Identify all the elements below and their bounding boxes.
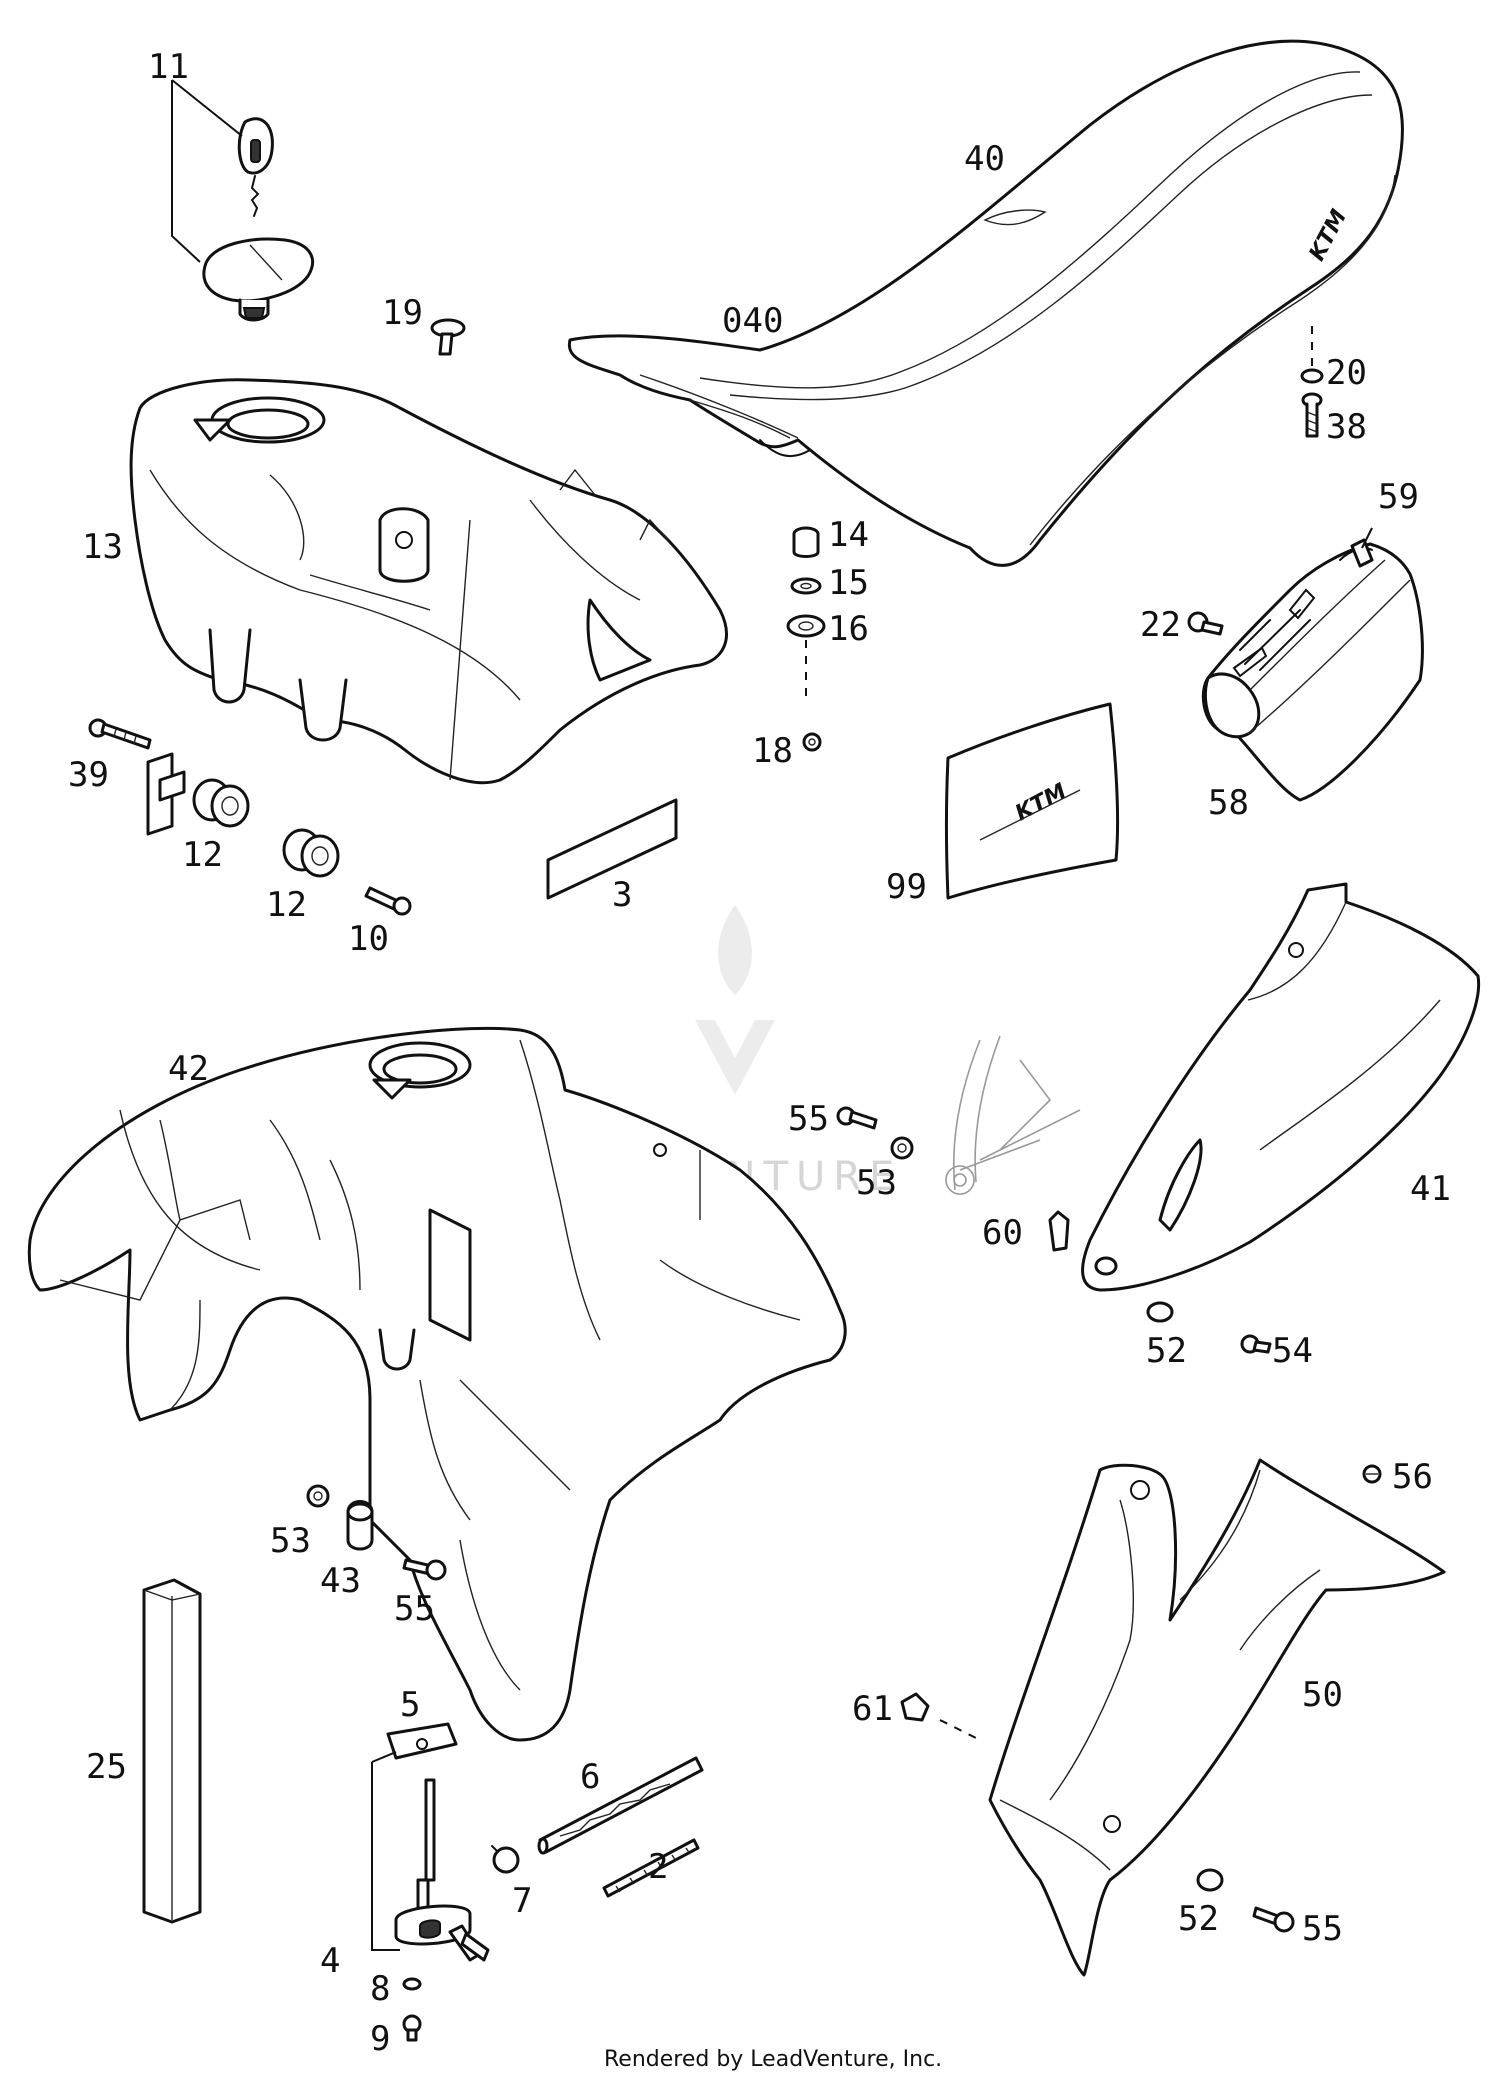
label-13: 13 [82, 527, 123, 567]
seat: KTM [567, 39, 1405, 567]
side-panel [988, 1458, 1446, 1977]
fuel-tank [129, 378, 728, 785]
tool-bag [1201, 542, 1424, 802]
screw-55a [836, 1106, 878, 1130]
label-43: 43 [320, 1561, 361, 1601]
label-53b: 53 [270, 1521, 311, 1561]
screw-22 [1187, 611, 1224, 636]
frame-ghost [945, 1035, 1081, 1195]
label-40: 40 [964, 139, 1005, 179]
label-38: 38 [1326, 407, 1367, 447]
clip-60 [1048, 1210, 1070, 1252]
screw-9 [402, 2014, 422, 2042]
part-labels: 11 19 40 040 20 38 13 14 15 16 59 22 18 … [68, 47, 1451, 2059]
fuel-tank-shell [27, 1026, 847, 1742]
label-52a: 52 [1146, 1331, 1187, 1371]
hose-2 [602, 1838, 700, 1898]
screw-55c [1252, 1906, 1295, 1933]
label-8: 8 [370, 1969, 390, 2009]
screw-54 [1240, 1334, 1272, 1354]
nut-18 [802, 732, 822, 752]
label-41: 41 [1410, 1169, 1451, 1209]
strap-59 [1350, 538, 1374, 568]
label-61: 61 [852, 1689, 893, 1729]
screw-56 [1362, 1464, 1382, 1484]
label-3: 3 [612, 875, 632, 915]
leader-11-key [171, 79, 243, 137]
strip-3 [546, 798, 678, 900]
washer-52b [1196, 1868, 1224, 1892]
hose-6 [537, 1756, 704, 1855]
label-6: 6 [580, 1757, 600, 1797]
washer-20 [1300, 368, 1324, 384]
label-5: 5 [400, 1685, 420, 1725]
washer-52a [1146, 1301, 1174, 1323]
foam-strip [142, 1578, 202, 1924]
seal-8 [402, 1977, 422, 1991]
label-54: 54 [1272, 1331, 1313, 1371]
side-cover [1081, 882, 1481, 1292]
label-11: 11 [148, 47, 189, 87]
grommet-12b [282, 828, 340, 878]
label-22: 22 [1140, 605, 1181, 645]
label-20: 20 [1326, 353, 1367, 393]
label-58: 58 [1208, 783, 1249, 823]
label-60: 60 [982, 1213, 1023, 1253]
label-25: 25 [86, 1747, 127, 1787]
label-040: 040 [722, 301, 783, 341]
label-56: 56 [1392, 1457, 1433, 1497]
label-39: 39 [68, 755, 109, 795]
label-99: 99 [886, 867, 927, 907]
washer-15 [790, 577, 822, 595]
label-18: 18 [752, 731, 793, 771]
label-14: 14 [828, 515, 869, 555]
label-7: 7 [512, 1881, 532, 1921]
screw-10 [364, 886, 412, 916]
screw-14 [792, 526, 820, 558]
label-52b: 52 [1178, 1899, 1219, 1939]
label-12b: 12 [266, 885, 307, 925]
fuel-tap [394, 1778, 490, 1962]
leader-5 [371, 1751, 397, 1763]
label-4: 4 [320, 1941, 340, 1981]
screw-55b [402, 1558, 447, 1581]
key [237, 117, 274, 217]
label-2: 2 [648, 1847, 668, 1887]
label-55b: 55 [394, 1589, 435, 1629]
leader-11-cap [171, 80, 201, 263]
label-50: 50 [1302, 1675, 1343, 1715]
label-12a: 12 [182, 835, 223, 875]
bolt-39 [88, 718, 152, 750]
fuel-cap [202, 237, 314, 322]
label-55c: 55 [1302, 1909, 1343, 1949]
spacer-43 [346, 1500, 374, 1551]
label-42: 42 [168, 1049, 209, 1089]
screw-38 [1301, 392, 1323, 438]
push-pin-19 [430, 318, 466, 356]
label-15: 15 [828, 563, 869, 603]
label-10: 10 [348, 919, 389, 959]
clip [146, 752, 186, 836]
label-9: 9 [370, 2019, 390, 2059]
nut-53a [890, 1136, 914, 1160]
label-55a: 55 [788, 1099, 829, 1139]
label-19: 19 [382, 293, 423, 333]
leader-59 [1361, 527, 1373, 549]
grommet-12a [192, 778, 250, 828]
washer-16 [786, 614, 826, 638]
clamp-7 [491, 1845, 520, 1874]
filter-5 [386, 1722, 458, 1760]
clip-61 [900, 1692, 930, 1722]
washer-53b [306, 1484, 330, 1508]
credit-text: Rendered by LeadVenture, Inc. [604, 2047, 942, 2072]
leader-4-5 [371, 1762, 400, 1951]
label-16: 16 [828, 609, 869, 649]
label-59: 59 [1378, 477, 1419, 517]
label-53a: 53 [856, 1163, 897, 1203]
decal-99: KTM [945, 702, 1120, 900]
axis-61 [939, 1719, 981, 1741]
